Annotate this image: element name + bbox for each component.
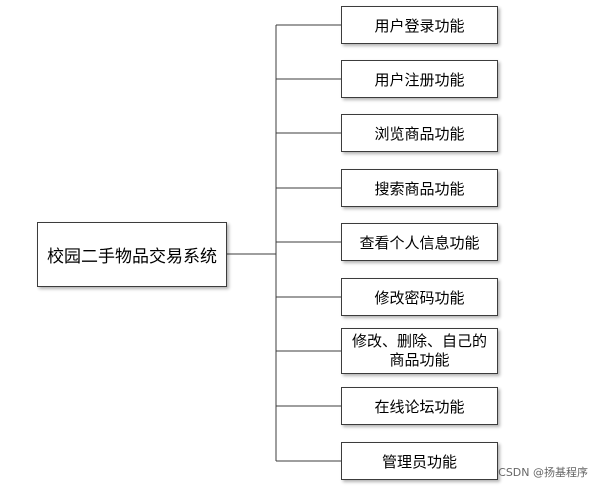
node-browse-goods: 浏览商品功能 <box>341 114 498 152</box>
node-label: 搜索商品功能 <box>374 179 465 198</box>
node-online-forum: 在线论坛功能 <box>341 387 498 425</box>
watermark: CSDN @扬基程序 <box>498 466 588 479</box>
node-label: 修改密码功能 <box>374 288 465 307</box>
node-change-password: 修改密码功能 <box>341 278 498 316</box>
node-view-profile: 查看个人信息功能 <box>341 223 498 261</box>
node-label: 在线论坛功能 <box>374 397 465 416</box>
root-node: 校园二手物品交易系统 <box>37 222 227 287</box>
node-admin: 管理员功能 <box>341 442 498 480</box>
node-search-goods: 搜索商品功能 <box>341 169 498 207</box>
node-label: 用户登录功能 <box>374 16 465 35</box>
node-label: 用户注册功能 <box>374 70 465 89</box>
node-edit-own-goods: 修改、删除、自己的 商品功能 <box>341 328 498 374</box>
node-label: 修改、删除、自己的 商品功能 <box>351 332 487 369</box>
node-label: 查看个人信息功能 <box>359 233 480 252</box>
node-user-register: 用户注册功能 <box>341 60 498 98</box>
node-label: 浏览商品功能 <box>374 124 465 143</box>
root-node-label: 校园二手物品交易系统 <box>47 247 217 267</box>
node-label: 管理员功能 <box>381 452 457 471</box>
node-user-login: 用户登录功能 <box>341 6 498 44</box>
